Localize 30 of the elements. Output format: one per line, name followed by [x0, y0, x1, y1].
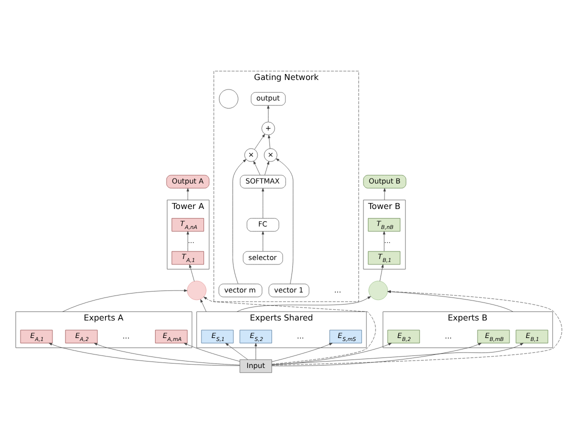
- arrow: [380, 264, 384, 282]
- arrow: [232, 159, 246, 284]
- node-circle: [218, 89, 238, 109]
- arrow: [186, 188, 190, 200]
- arrow: [383, 188, 386, 200]
- arrow: [184, 342, 240, 362]
- arrow: [254, 134, 265, 150]
- arrow: [94, 342, 240, 366]
- arrow: [276, 158, 294, 284]
- arrow: [272, 342, 392, 365]
- node-circle: [368, 280, 388, 300]
- arrow: [48, 342, 240, 366]
- arrow: [262, 231, 264, 252]
- arrow: [189, 264, 194, 282]
- arrow: [382, 231, 386, 252]
- arrow: [186, 231, 190, 252]
- arrow: [253, 160, 260, 176]
- arrow: [272, 342, 482, 366]
- arrow: [264, 161, 270, 176]
- arrow: [204, 296, 376, 364]
- arrow: [236, 296, 371, 312]
- arrow: [272, 342, 524, 365]
- arrow: [267, 105, 270, 122]
- arrow: [262, 188, 264, 218]
- arrow: [268, 134, 270, 149]
- arrow: [272, 342, 333, 362]
- arrow: [254, 342, 258, 360]
- arrow: [200, 299, 206, 312]
- arrow: [225, 342, 248, 360]
- arrow: [62, 289, 188, 312]
